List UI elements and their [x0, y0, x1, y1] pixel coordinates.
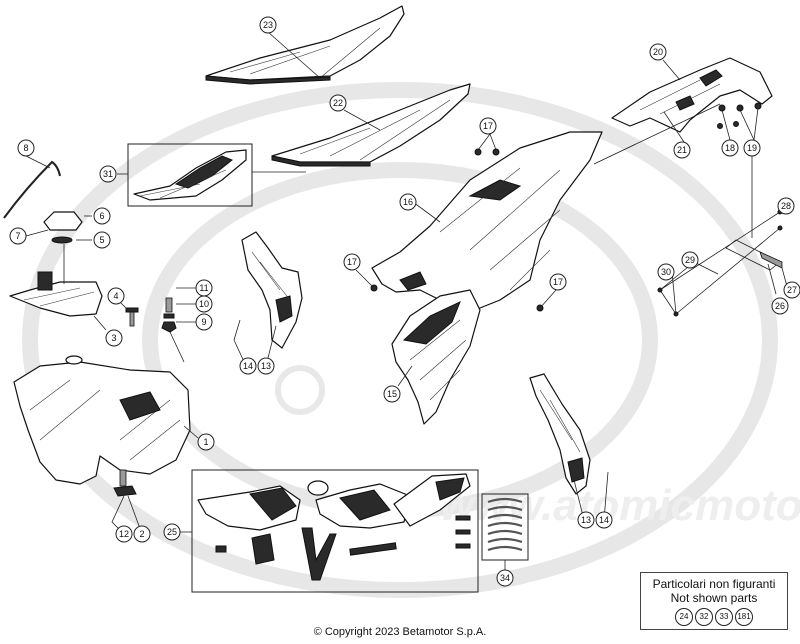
callout-27[interactable]: 27 [783, 281, 800, 299]
svg-text:www.atomicmoto.fr: www.atomicmoto.fr [440, 481, 800, 530]
callout-21[interactable]: 21 [673, 141, 691, 159]
legend-parts: 24 32 33 181 [641, 608, 787, 626]
svg-text:20: 20 [653, 47, 663, 57]
svg-text:17: 17 [483, 121, 493, 131]
callout-15[interactable]: 15 [383, 385, 401, 403]
callout-13[interactable]: 13 [257, 357, 275, 375]
callout-12[interactable]: 12 [115, 525, 133, 543]
svg-text:10: 10 [199, 299, 209, 309]
callout-1[interactable]: 1 [197, 433, 215, 451]
svg-text:17: 17 [553, 277, 563, 287]
fuel-tank-1[interactable] [13, 355, 191, 485]
fork-guard-13-front[interactable] [241, 231, 303, 349]
copyright-notice: © Copyright 2023 Betamotor S.p.A. [313, 626, 487, 638]
not-shown-parts-legend: Particolari non figuranti Not shown part… [640, 572, 788, 630]
svg-text:16: 16 [403, 197, 413, 207]
callout-11[interactable]: 11 [195, 279, 213, 297]
callout-23[interactable]: 23 [259, 16, 277, 34]
side-panel-16[interactable] [371, 131, 603, 313]
svg-text:21: 21 [677, 145, 687, 155]
callout-17[interactable]: 17 [479, 117, 497, 135]
legend-title-en: Not shown parts [670, 591, 758, 605]
callout-8[interactable]: 8 [17, 139, 35, 157]
callout-28[interactable]: 28 [777, 197, 795, 215]
svg-text:23: 23 [263, 20, 273, 30]
legend-part-badge[interactable]: 181 [735, 608, 753, 626]
fuel-tap-2[interactable] [113, 469, 137, 497]
guard-13-rear[interactable] [529, 373, 591, 495]
callout-17[interactable]: 17 [549, 273, 567, 291]
svg-text:13: 13 [581, 515, 591, 525]
svg-text:5: 5 [99, 235, 104, 245]
svg-text:1: 1 [203, 437, 208, 447]
callout-6[interactable]: 6 [93, 207, 111, 225]
screw-4[interactable] [125, 307, 139, 327]
svg-text:18: 18 [725, 143, 735, 153]
svg-text:14: 14 [243, 361, 253, 371]
callout-4[interactable]: 4 [107, 287, 125, 305]
seat-22[interactable] [271, 83, 471, 167]
svg-text:22: 22 [333, 98, 343, 108]
callout-14[interactable]: 14 [595, 511, 613, 529]
callout-30[interactable]: 30 [657, 263, 675, 281]
svg-text:14: 14 [599, 515, 609, 525]
svg-text:13: 13 [261, 361, 271, 371]
svg-text:6: 6 [99, 211, 104, 221]
svg-text:30: 30 [661, 267, 671, 277]
seat-cover-31[interactable] [127, 143, 253, 207]
callout-26[interactable]: 26 [771, 297, 789, 315]
fuel-cap-6[interactable] [43, 211, 83, 244]
callout-22[interactable]: 22 [329, 94, 347, 112]
svg-text:28: 28 [781, 201, 791, 211]
svg-text:8: 8 [23, 143, 28, 153]
svg-text:7: 7 [15, 231, 20, 241]
breather-hose-8[interactable] [3, 160, 61, 219]
svg-text:3: 3 [111, 333, 116, 343]
svg-text:27: 27 [787, 285, 797, 295]
svg-text:19: 19 [747, 143, 757, 153]
svg-text:29: 29 [685, 255, 695, 265]
decal-kit-25[interactable] [191, 469, 479, 593]
callout-7[interactable]: 7 [9, 227, 27, 245]
callout-34[interactable]: 34 [496, 569, 514, 587]
svg-text:17: 17 [347, 257, 357, 267]
callout-10[interactable]: 10 [195, 295, 213, 313]
svg-text:2: 2 [139, 529, 144, 539]
svg-text:34: 34 [500, 573, 510, 583]
callout-20[interactable]: 19 [743, 139, 761, 157]
seat-23[interactable] [205, 5, 405, 85]
callout-14[interactable]: 14 [239, 357, 257, 375]
svg-text:15: 15 [387, 389, 397, 399]
fasteners-19-20-21[interactable] [717, 102, 762, 129]
rear-mudguard-18[interactable] [611, 57, 773, 133]
tank-top-3[interactable] [9, 271, 103, 317]
callout-25[interactable]: 25 [163, 523, 181, 541]
callout-3[interactable]: 3 [105, 329, 123, 347]
svg-text:12: 12 [119, 529, 129, 539]
callout-2[interactable]: 2 [133, 525, 151, 543]
callout-13[interactable]: 13 [577, 511, 595, 529]
svg-text:4: 4 [113, 291, 118, 301]
callout-5[interactable]: 5 [93, 231, 111, 249]
svg-text:11: 11 [199, 283, 208, 293]
bolt-stack-9[interactable] [161, 297, 177, 333]
callout-9[interactable]: 9 [195, 313, 213, 331]
svg-text:25: 25 [167, 527, 177, 537]
radiator-shroud-15[interactable] [391, 289, 481, 425]
callout-16[interactable]: 16 [399, 193, 417, 211]
callout-17[interactable]: 17 [343, 253, 361, 271]
callout-31[interactable]: 31 [99, 165, 117, 183]
legend-title-it: Particolari non figuranti [652, 577, 776, 591]
legend-part-badge[interactable]: 24 [675, 608, 693, 626]
svg-text:9: 9 [201, 317, 206, 327]
callout-29[interactable]: 29 [681, 251, 699, 269]
legend-part-badge[interactable]: 32 [695, 608, 713, 626]
legend-part-badge[interactable]: 33 [715, 608, 733, 626]
svg-text:31: 31 [103, 169, 113, 179]
callout-19[interactable]: 18 [721, 139, 739, 157]
callout-18[interactable]: 20 [649, 43, 667, 61]
svg-text:26: 26 [775, 301, 785, 311]
